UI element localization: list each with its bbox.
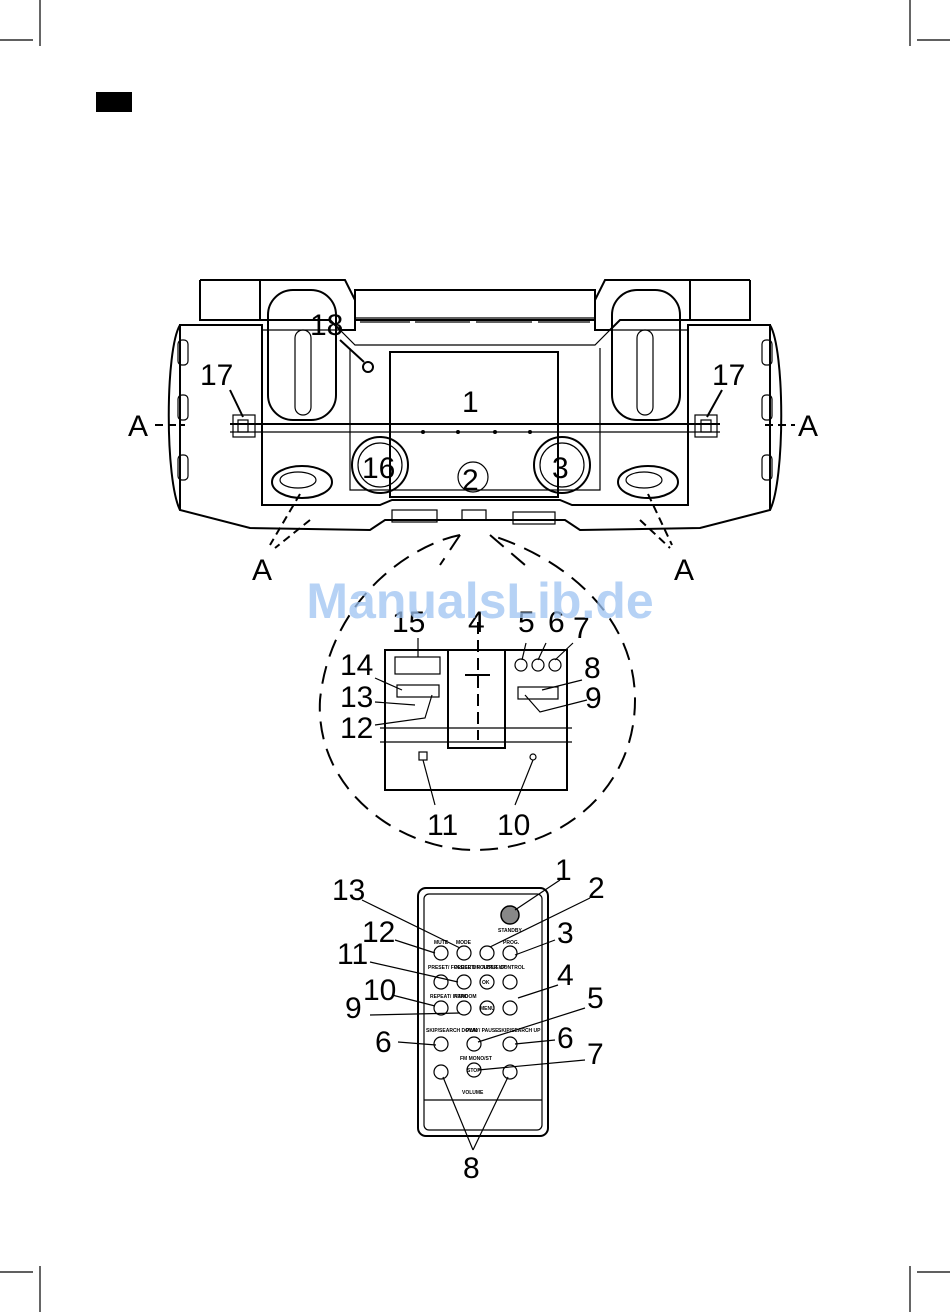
preset-up-button[interactable] bbox=[457, 975, 471, 989]
main-label-17-left: 17 bbox=[200, 359, 233, 392]
remote-label-13: 13 bbox=[332, 874, 365, 907]
detail-label-11: 11 bbox=[427, 809, 458, 842]
detail-label-13: 13 bbox=[340, 681, 373, 714]
remote-label-2: 2 bbox=[588, 872, 605, 905]
detail-label-10: 10 bbox=[497, 809, 530, 842]
caption-ok: OK bbox=[482, 980, 490, 986]
remote-body bbox=[418, 888, 548, 1136]
mute-button[interactable] bbox=[434, 946, 448, 960]
main-label-17-right: 17 bbox=[712, 359, 745, 392]
remote-label-9: 9 bbox=[345, 992, 362, 1025]
caption-volume: VOLUME bbox=[462, 1090, 484, 1096]
caption-prog: PROG. bbox=[503, 940, 520, 946]
up-arrow-button[interactable] bbox=[503, 975, 517, 989]
remote-label-1: 1 bbox=[555, 854, 572, 887]
remote-label-10: 10 bbox=[363, 974, 396, 1007]
caption-menu: MENU bbox=[480, 1006, 495, 1012]
caption-stop: STOP bbox=[467, 1068, 481, 1074]
remote-label-8: 8 bbox=[463, 1152, 480, 1185]
play-pause-button[interactable] bbox=[467, 1037, 481, 1051]
main-label-a-left: A bbox=[128, 410, 148, 443]
main-label-1: 1 bbox=[462, 386, 479, 419]
caption-skip-up: SKIP/SEARCH UP bbox=[498, 1028, 541, 1034]
main-label-18: 18 bbox=[310, 309, 343, 342]
down-arrow-button[interactable] bbox=[503, 1001, 517, 1015]
remote-label-3: 3 bbox=[557, 917, 574, 950]
remote-label-4: 4 bbox=[557, 959, 574, 992]
remote-label-5: 5 bbox=[587, 982, 604, 1015]
main-label-a-right: A bbox=[798, 410, 818, 443]
handle-bar bbox=[355, 290, 595, 320]
caption-random: RANDOM bbox=[454, 994, 477, 1000]
detail-label-8: 8 bbox=[584, 652, 601, 685]
remote-label-12: 12 bbox=[362, 916, 395, 949]
caption-standby: STANDBY bbox=[498, 928, 522, 934]
main-label-16: 16 bbox=[362, 452, 395, 485]
remote-label-7: 7 bbox=[587, 1038, 604, 1071]
prog-button[interactable] bbox=[503, 946, 517, 960]
detail-label-14: 14 bbox=[340, 649, 373, 682]
watermark: ManualsLib.de bbox=[280, 572, 680, 630]
caption-mute: MUTE bbox=[434, 940, 449, 946]
caption-apple-control: APPLE CONTROL bbox=[482, 965, 525, 971]
skip-down-button[interactable] bbox=[434, 1037, 448, 1051]
remote-label-6-right: 6 bbox=[557, 1022, 574, 1055]
remote-label-6-left: 6 bbox=[375, 1026, 392, 1059]
caption-play-pause: PLAY/ PAUSE bbox=[466, 1028, 499, 1034]
detail-label-12: 12 bbox=[340, 712, 373, 745]
main-label-3: 3 bbox=[552, 452, 569, 485]
main-label-2: 2 bbox=[462, 464, 479, 497]
volume-down-button[interactable] bbox=[434, 1065, 448, 1079]
caption-mode: MODE bbox=[456, 940, 472, 946]
unlabeled-button[interactable] bbox=[480, 946, 494, 960]
detail-label-9: 9 bbox=[585, 682, 602, 715]
caption-fm-mono: FM MONO/ST bbox=[460, 1056, 492, 1062]
main-label-a-bottom-left: A bbox=[252, 554, 272, 587]
skip-up-button[interactable] bbox=[503, 1037, 517, 1051]
remote-drawing bbox=[362, 880, 590, 1150]
